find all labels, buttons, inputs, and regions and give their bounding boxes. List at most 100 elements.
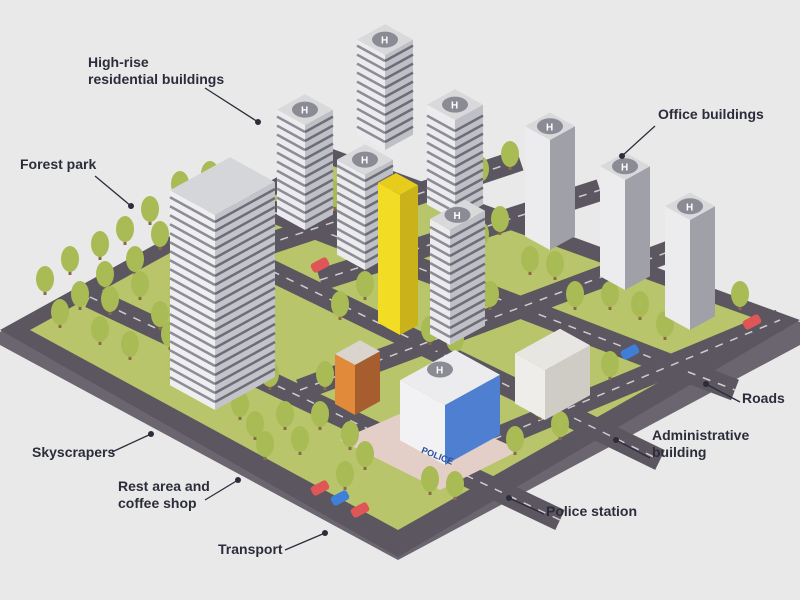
window-row bbox=[169, 232, 216, 260]
window-row bbox=[454, 123, 484, 142]
tree bbox=[151, 221, 169, 247]
hospital-tower bbox=[378, 173, 418, 335]
leader-lines bbox=[94, 87, 741, 551]
leader-dot bbox=[148, 431, 154, 437]
window-row bbox=[336, 182, 366, 201]
window-row bbox=[356, 107, 386, 126]
window-row bbox=[214, 214, 276, 251]
window-row bbox=[356, 44, 386, 63]
leader-line bbox=[204, 479, 239, 501]
car bbox=[620, 344, 640, 360]
window-row bbox=[214, 340, 276, 377]
window-row bbox=[214, 205, 276, 242]
window-row bbox=[169, 340, 216, 368]
window-row bbox=[276, 115, 306, 134]
building-left-face bbox=[600, 166, 625, 290]
helipad-letter: H bbox=[454, 211, 461, 222]
window-row bbox=[276, 169, 306, 188]
building-roof bbox=[515, 328, 590, 370]
helipad-letter: H bbox=[301, 106, 308, 117]
window-row bbox=[384, 98, 414, 117]
helipad-icon bbox=[612, 158, 638, 175]
hospital-annex bbox=[429, 199, 486, 345]
tree bbox=[121, 331, 139, 357]
window-row bbox=[449, 289, 486, 312]
window-row bbox=[454, 186, 484, 205]
helipad-icon bbox=[442, 96, 468, 113]
window-row bbox=[304, 124, 334, 143]
window-row bbox=[214, 349, 276, 386]
helipad-letter: H bbox=[451, 101, 458, 112]
label-line: building bbox=[652, 444, 707, 460]
window-row bbox=[169, 223, 216, 251]
window-row bbox=[384, 53, 414, 72]
window-row bbox=[426, 186, 456, 205]
label-line: coffee shop bbox=[118, 495, 197, 511]
window-row bbox=[214, 223, 276, 260]
window-row bbox=[426, 132, 456, 151]
building-left-face bbox=[430, 219, 450, 345]
window-row bbox=[169, 196, 216, 224]
window-row bbox=[426, 123, 456, 142]
window-row bbox=[214, 250, 276, 287]
tree bbox=[331, 291, 349, 317]
tree bbox=[141, 196, 159, 222]
window-row bbox=[276, 151, 306, 170]
tree bbox=[36, 266, 54, 292]
window-row bbox=[429, 225, 451, 240]
window-row bbox=[384, 71, 414, 90]
window-row bbox=[336, 173, 366, 192]
window-row bbox=[384, 80, 414, 99]
helipad-icon bbox=[372, 31, 398, 48]
window-row bbox=[169, 277, 216, 305]
label-transport: Transport bbox=[218, 541, 283, 557]
tree bbox=[256, 431, 274, 457]
window-row bbox=[429, 261, 451, 276]
tree bbox=[101, 286, 119, 312]
window-row bbox=[454, 177, 484, 196]
building-right-face bbox=[545, 345, 590, 420]
window-row bbox=[429, 297, 451, 312]
tree bbox=[316, 361, 334, 387]
window-row bbox=[169, 250, 216, 278]
helipad-letter: H bbox=[546, 122, 553, 133]
building-roof bbox=[400, 350, 500, 405]
car bbox=[310, 257, 330, 273]
window-row bbox=[449, 244, 486, 267]
window-row bbox=[276, 178, 306, 197]
window-row bbox=[304, 151, 334, 170]
label-line: Administrative bbox=[652, 427, 750, 443]
car bbox=[742, 314, 762, 330]
label-skyscrapers: Skyscrapers bbox=[32, 444, 116, 460]
tree bbox=[601, 351, 619, 377]
leader-line bbox=[204, 87, 259, 123]
tree bbox=[91, 316, 109, 342]
tree bbox=[491, 206, 509, 232]
window-row bbox=[214, 196, 276, 233]
leader-dot bbox=[255, 119, 261, 125]
tree bbox=[341, 421, 359, 447]
window-row bbox=[214, 295, 276, 332]
leader-line bbox=[615, 439, 651, 459]
tree bbox=[91, 231, 109, 257]
tree bbox=[546, 251, 564, 277]
tree bbox=[631, 291, 649, 317]
window-row bbox=[454, 114, 484, 133]
window-row bbox=[169, 268, 216, 296]
road-marking bbox=[199, 235, 661, 461]
window-row bbox=[429, 306, 451, 321]
helipad-icon bbox=[677, 198, 703, 215]
window-row bbox=[384, 125, 414, 144]
window-row bbox=[356, 125, 386, 144]
window-row bbox=[449, 262, 486, 285]
building-right-face bbox=[445, 374, 500, 465]
building-roof bbox=[170, 157, 275, 215]
tree bbox=[506, 426, 524, 452]
building-left-face bbox=[665, 206, 690, 330]
tree bbox=[276, 401, 294, 427]
window-row bbox=[429, 234, 451, 249]
leader-line bbox=[284, 532, 326, 551]
window-row bbox=[384, 44, 414, 63]
window-row bbox=[454, 168, 484, 187]
